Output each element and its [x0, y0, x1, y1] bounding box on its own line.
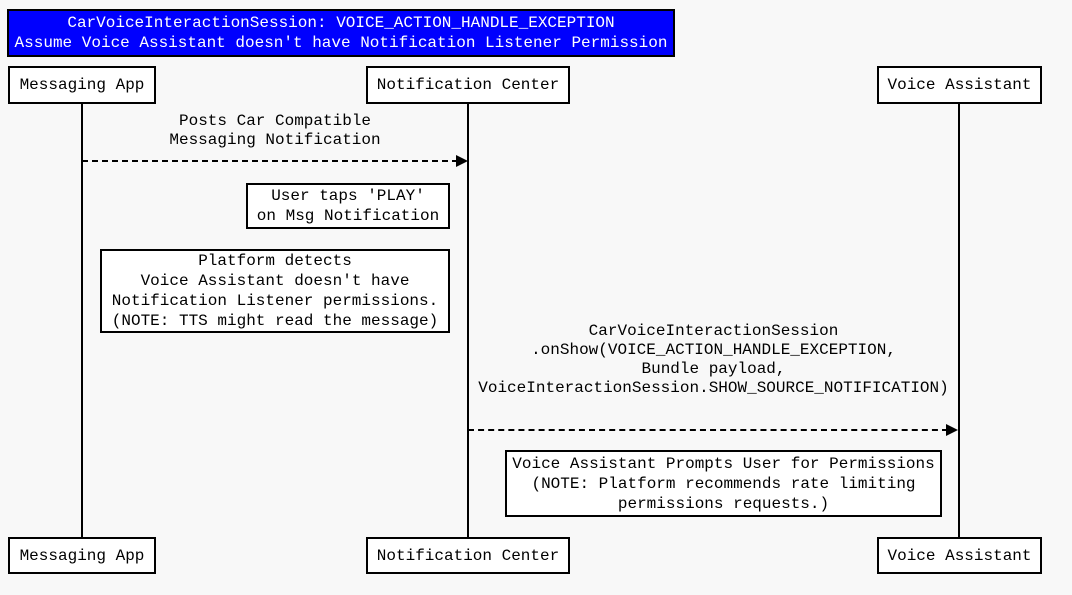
message-1-arrow [82, 160, 458, 162]
diagram-title-box: CarVoiceInteractionSession: VOICE_ACTION… [7, 9, 675, 57]
note-user-taps-play: User taps 'PLAY' on Msg Notification [246, 183, 450, 229]
actor-voice-assistant-top: Voice Assistant [877, 66, 1042, 104]
actor-label: Voice Assistant [887, 76, 1032, 94]
note-2-line2: Voice Assistant doesn't have [140, 272, 410, 290]
actor-messaging-app-bottom: Messaging App [8, 537, 156, 574]
lifeline-notification-center [467, 104, 469, 537]
actor-label: Messaging App [19, 76, 145, 94]
actor-label: Messaging App [19, 546, 145, 565]
note-voice-assistant-prompts: Voice Assistant Prompts User for Permiss… [505, 450, 942, 517]
message-2-line2: .onShow(VOICE_ACTION_HANDLE_EXCEPTION, [531, 341, 896, 359]
note-1-line2: on Msg Notification [256, 207, 440, 225]
message-1-line1: Posts Car Compatible [178, 112, 372, 130]
message-1-label: Posts Car Compatible Messaging Notificat… [82, 112, 468, 150]
message-2-line4: VoiceInteractionSession.SHOW_SOURCE_NOTI… [478, 379, 949, 397]
message-1-line2: Messaging Notification [169, 131, 381, 149]
lifeline-voice-assistant [958, 104, 960, 537]
message-2-line3: Bundle payload, [641, 360, 786, 378]
actor-label: Voice Assistant [887, 546, 1032, 565]
note-3-line2: (NOTE: Platform recommends rate limiting [531, 474, 916, 493]
note-2-line4: (NOTE: TTS might read the message) [111, 312, 439, 330]
actor-notification-center-top: Notification Center [366, 66, 570, 104]
note-2-line1: Platform detects [198, 252, 352, 270]
lifeline-messaging-app [81, 104, 83, 537]
message-2-arrow [468, 429, 948, 431]
note-1-line1: User taps 'PLAY' [271, 187, 425, 205]
diagram-title-line1: CarVoiceInteractionSession: VOICE_ACTION… [67, 14, 615, 32]
message-2-line1: CarVoiceInteractionSession [588, 322, 839, 340]
note-2-line3: Notification Listener permissions. [111, 292, 439, 310]
actor-label: Notification Center [376, 76, 560, 94]
actor-voice-assistant-bottom: Voice Assistant [877, 537, 1042, 574]
note-3-line3: permissions requests.) [617, 494, 830, 513]
note-platform-detects: Platform detects Voice Assistant doesn't… [100, 249, 450, 333]
message-2-label: CarVoiceInteractionSession .onShow(VOICE… [468, 322, 959, 398]
diagram-title-line2: Assume Voice Assistant doesn't have Noti… [14, 34, 668, 52]
arrowhead-right-icon [456, 155, 468, 167]
actor-label: Notification Center [376, 546, 560, 565]
actor-notification-center-bottom: Notification Center [366, 537, 570, 574]
arrowhead-right-icon [946, 424, 958, 436]
note-3-line1: Voice Assistant Prompts User for Permiss… [512, 454, 935, 473]
actor-messaging-app-top: Messaging App [8, 66, 156, 104]
